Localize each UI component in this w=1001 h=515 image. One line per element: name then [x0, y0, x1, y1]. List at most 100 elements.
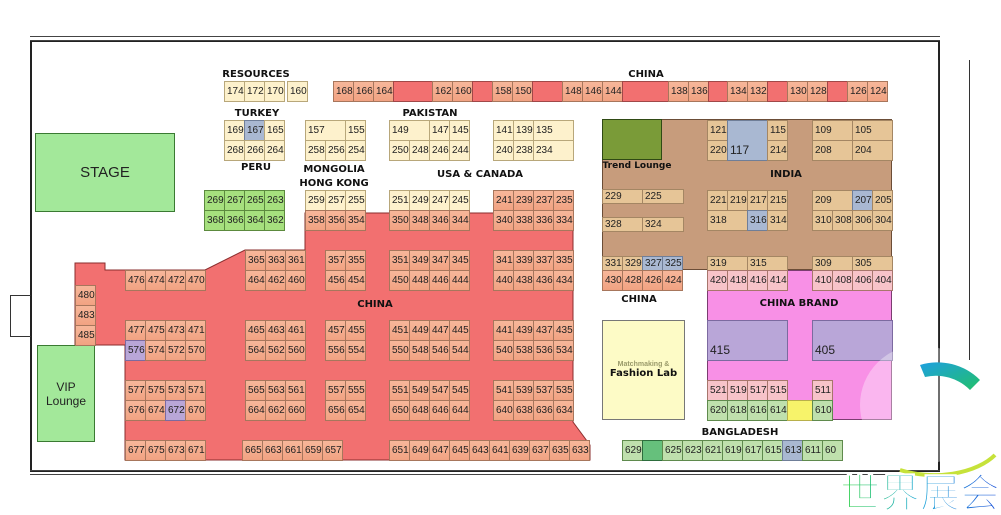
booth-577: 577 — [125, 380, 146, 401]
booth-430: 430 — [602, 270, 623, 291]
booth-169: 169 — [224, 120, 245, 141]
booth-240: 240 — [493, 140, 514, 161]
booth-557: 557 — [325, 380, 346, 401]
booth-560: 560 — [285, 340, 306, 361]
booth-158: 158 — [492, 81, 513, 102]
booth-345: 345 — [449, 250, 470, 271]
booth-263: 263 — [264, 190, 285, 211]
vip-label: VIP — [56, 379, 76, 394]
booth-214: 214 — [767, 140, 788, 161]
booth-436: 436 — [533, 270, 554, 291]
booth-336: 336 — [533, 210, 554, 231]
booth-264: 264 — [264, 140, 285, 161]
booth-115: 115 — [767, 120, 788, 141]
booth-629: 629 — [622, 440, 643, 461]
logo-text: 世界展会 — [840, 471, 1000, 515]
booth-148: 148 — [562, 81, 583, 102]
booth-556: 556 — [325, 340, 346, 361]
booth-258: 258 — [305, 140, 326, 161]
booth-363: 363 — [265, 250, 286, 271]
globe-top-arc — [920, 362, 980, 390]
booth-207: 207 — [852, 190, 873, 211]
booth-unnumbered — [532, 81, 563, 102]
booth-157: 157 — [305, 120, 346, 141]
booth-126: 126 — [847, 81, 868, 102]
booth-105: 105 — [852, 120, 893, 141]
booth-454: 454 — [345, 270, 366, 291]
label-china-main: CHINA — [357, 299, 393, 310]
booth-204: 204 — [852, 140, 893, 161]
booth-571: 571 — [185, 380, 206, 401]
booth-636: 636 — [533, 400, 554, 421]
booth-660: 660 — [285, 400, 306, 421]
hall-top-wall-detail — [30, 36, 940, 41]
label-trend-lounge: Trend Lounge — [602, 161, 672, 171]
booth-672: 672 — [165, 400, 186, 421]
booth-645: 645 — [449, 440, 470, 461]
booth-650: 650 — [389, 400, 410, 421]
booth-428: 428 — [622, 270, 643, 291]
booth-483: 483 — [75, 305, 96, 326]
booth-576: 576 — [125, 340, 146, 361]
booth-476: 476 — [125, 270, 146, 291]
booth-677: 677 — [125, 440, 146, 461]
booth-662: 662 — [265, 400, 286, 421]
booth-675: 675 — [145, 440, 166, 461]
booth-327: 327 — [642, 256, 663, 271]
booth-221: 221 — [707, 190, 728, 211]
booth-350: 350 — [389, 210, 410, 231]
label-india: INDIA — [770, 169, 802, 180]
booth-170: 170 — [264, 81, 285, 102]
booth-unnumbered — [767, 81, 788, 102]
label-china-right: CHINA — [621, 294, 657, 305]
booth-334: 334 — [553, 210, 574, 231]
booth-616: 616 — [747, 400, 768, 421]
booth-416: 416 — [747, 270, 768, 291]
globe-icon — [860, 345, 980, 465]
booth-155: 155 — [345, 120, 366, 141]
booth-637: 637 — [529, 440, 550, 461]
booth-480: 480 — [75, 285, 96, 306]
booth-134: 134 — [727, 81, 748, 102]
label-turkey: TURKEY — [234, 108, 280, 119]
booth-139: 139 — [513, 120, 534, 141]
booth-147: 147 — [429, 120, 450, 141]
booth-340: 340 — [493, 210, 514, 231]
booth-361: 361 — [285, 250, 306, 271]
booth-316: 316 — [747, 210, 768, 231]
label-bangladesh: BANGLADESH — [701, 427, 779, 438]
label-peru: PERU — [241, 162, 271, 173]
booth-138: 138 — [668, 81, 689, 102]
booth-259: 259 — [305, 190, 326, 211]
booth-615: 615 — [762, 440, 783, 461]
booth-132: 132 — [747, 81, 768, 102]
booth-168: 168 — [333, 81, 354, 102]
booth-618: 618 — [727, 400, 748, 421]
booth-644: 644 — [449, 400, 470, 421]
booth-643: 643 — [469, 440, 490, 461]
booth-441: 441 — [493, 320, 514, 341]
booth-337: 337 — [533, 250, 554, 271]
booth-164: 164 — [373, 81, 394, 102]
booth-670: 670 — [185, 400, 206, 421]
booth-215: 215 — [767, 190, 788, 211]
booth-539: 539 — [513, 380, 534, 401]
booth-415: 415 — [707, 320, 788, 361]
booth-663: 663 — [262, 440, 283, 461]
booth-426: 426 — [642, 270, 663, 291]
booth-205: 205 — [872, 190, 893, 211]
booth-657: 657 — [322, 440, 343, 461]
stage-label: STAGE — [80, 164, 130, 181]
booth-435: 435 — [553, 320, 574, 341]
booth-246: 246 — [429, 140, 450, 161]
left-door — [10, 295, 31, 337]
booth-549: 549 — [409, 380, 430, 401]
booth-646: 646 — [429, 400, 450, 421]
booth-621: 621 — [702, 440, 723, 461]
booth-unnumbered — [393, 81, 433, 102]
booth-554: 554 — [345, 340, 366, 361]
booth-124: 124 — [867, 81, 888, 102]
booth-611: 611 — [802, 440, 823, 461]
booth-537: 537 — [533, 380, 554, 401]
booth-541: 541 — [493, 380, 514, 401]
